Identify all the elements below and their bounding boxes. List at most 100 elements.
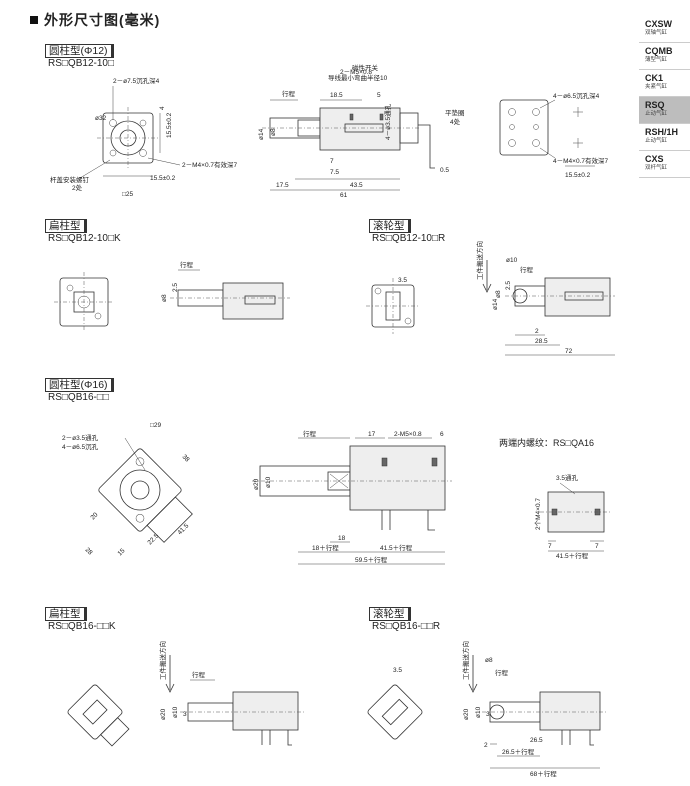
dim-38: 38 bbox=[181, 453, 191, 463]
dim-28: 28 bbox=[84, 546, 94, 556]
sidebar-item-subtitle: 双杆气缸 bbox=[645, 165, 668, 171]
dim-phi10-s4: ø10 bbox=[265, 476, 272, 488]
dim-18: 18 bbox=[338, 535, 346, 542]
dim-25-s2: 2.5 bbox=[172, 283, 179, 292]
note-wire: 导线最小弯曲半径10 bbox=[328, 73, 388, 82]
dim-m4-s4: 2个M4×0.7 bbox=[534, 498, 542, 530]
dim-6: 6 bbox=[440, 431, 444, 438]
note-dir-s3: 工件搬送方向 bbox=[475, 241, 484, 280]
model-code-flat-16: RS□QB16-□□K bbox=[48, 621, 116, 632]
dim-phi20-s5: ø20 bbox=[160, 708, 167, 720]
dim-stroke-s1: 行程 bbox=[282, 89, 296, 98]
dim-thru-s4: 3.5通孔 bbox=[556, 473, 579, 482]
dim-m5-s4: 2-M5×0.8 bbox=[394, 431, 422, 438]
dim-phi8-s3: ø8 bbox=[495, 290, 502, 298]
note-mount-2: 2处 bbox=[72, 183, 83, 192]
dim-155-a: 15.5±0.2 bbox=[166, 112, 173, 138]
dim-155-c: 15.5±0.2 bbox=[565, 172, 591, 179]
front-view-flat-16 bbox=[67, 684, 130, 747]
dim-thru-s1: 4－ø3.5通孔 bbox=[383, 103, 392, 140]
section-title-roller-16: 滚轮型 bbox=[369, 607, 411, 621]
dim-35-s3: 3.5 bbox=[398, 277, 407, 284]
side-view-12 bbox=[262, 99, 435, 191]
sidebar-item-code: CK1 bbox=[645, 73, 664, 83]
dim-265-stroke: 26.5＋行程 bbox=[502, 747, 535, 756]
dim-hole-s1: 2－ø7.5沉孔深4 bbox=[113, 76, 160, 85]
dim-phi14-s1: ø14 bbox=[258, 128, 265, 140]
note-washer-2: 4处 bbox=[450, 117, 461, 126]
note-magnet: 磁性开关 bbox=[352, 63, 379, 72]
dim-155-b: 15.5±0.2 bbox=[150, 175, 176, 182]
front-view-flat-12 bbox=[54, 272, 114, 332]
dim-225: 22.5 bbox=[146, 532, 160, 546]
dim-h2-s4: 4－ø6.5沉孔 bbox=[62, 443, 99, 451]
rear-view-12 bbox=[499, 99, 595, 167]
dim-stroke-s6: 行程 bbox=[495, 668, 509, 677]
dim-05: 0.5 bbox=[440, 167, 449, 174]
sidebar-item-code: CXSW bbox=[645, 19, 672, 29]
dim-68-stroke: 68＋行程 bbox=[530, 769, 557, 778]
dim-phi10-s6: ø10 bbox=[475, 706, 482, 718]
dim-h1-s4: 2－ø3.5通孔 bbox=[62, 433, 99, 442]
dim-285: 28.5 bbox=[535, 338, 548, 345]
model-code-flat-12: RS□QB12-10□K bbox=[48, 233, 121, 244]
dim-35-s6: 3.5 bbox=[393, 667, 402, 674]
front-view-16 bbox=[98, 448, 193, 543]
sidebar-item-subtitle: 止动气缸 bbox=[645, 111, 668, 117]
side-view-flat-12 bbox=[170, 269, 290, 320]
sidebar-item-code: CQMB bbox=[645, 46, 673, 56]
sidebar-item-subtitle: 夹紧气缸 bbox=[645, 84, 668, 90]
dim-stroke-s4: 行程 bbox=[303, 429, 317, 438]
dim-17: 17 bbox=[368, 431, 376, 438]
sidebar-item-code: RSQ bbox=[645, 100, 665, 110]
dim-7-s1: 7 bbox=[330, 158, 334, 165]
dim-stroke-s2: 行程 bbox=[180, 260, 194, 269]
dim-phi10-s5: ø10 bbox=[172, 706, 179, 718]
sidebar-item-subtitle: 双轴气缸 bbox=[645, 30, 668, 36]
title-square-icon bbox=[30, 16, 38, 24]
dim-15-s4: 15 bbox=[116, 547, 126, 557]
dim-thread-s1-rear: 4－M4×0.7有效深7 bbox=[553, 156, 608, 165]
dim-3-s5: 3 bbox=[183, 711, 187, 718]
dim-thread-s1: 2－M4×0.7有效深7 bbox=[182, 160, 237, 169]
dim-stroke-s5: 行程 bbox=[192, 670, 206, 679]
dim-415: 41.5 bbox=[176, 522, 190, 536]
dim-phi20-s4: ø20 bbox=[253, 478, 260, 490]
dim-20-s4: 20 bbox=[89, 511, 99, 521]
section-title-round-16: 圆柱型(Φ16) bbox=[45, 378, 114, 392]
dim-hole-s1-rear: 4－ø6.5沉孔深4 bbox=[553, 91, 600, 100]
dim-25-s3: 2.5 bbox=[505, 281, 512, 290]
side-view-roller-16 bbox=[468, 655, 607, 769]
dim-595-stroke: 59.5＋行程 bbox=[355, 555, 388, 564]
side-view-flat-16 bbox=[165, 655, 305, 746]
side-view-roller-12 bbox=[482, 260, 615, 356]
dim-61: 61 bbox=[340, 192, 348, 199]
dim-25: □25 bbox=[122, 191, 134, 198]
note-dir-s5: 工件搬送方向 bbox=[158, 641, 167, 680]
dim-phi20-s6: ø20 bbox=[463, 708, 470, 720]
dim-18-stroke: 18＋行程 bbox=[312, 543, 339, 552]
sidebar-item-subtitle: 薄型气缸 bbox=[645, 57, 668, 63]
note-mount: 杆盖安装螺钉 bbox=[50, 175, 90, 184]
section-title-round-12: 圆柱型(Φ12) bbox=[45, 44, 114, 58]
note-dir-s6: 工件搬送方向 bbox=[461, 641, 470, 680]
section-title-roller-12: 滚轮型 bbox=[369, 219, 411, 233]
dim-75: 7.5 bbox=[330, 169, 339, 176]
dim-2-s6: 2 bbox=[484, 742, 488, 749]
thread-note-title: 两端内螺纹：RS□QA16 bbox=[499, 437, 594, 448]
sidebar-item-code: RSH/1H bbox=[645, 127, 679, 137]
model-code-round-12: RS□QB12-10□ bbox=[48, 58, 114, 69]
page-title: 外形尺寸图(毫米) bbox=[30, 10, 160, 30]
dim-185: 18.5 bbox=[330, 92, 343, 99]
dim-phi32: ø32 bbox=[95, 115, 107, 122]
model-code-roller-16: RS□QB16-□□R bbox=[372, 621, 441, 632]
dim-415-stroke: 41.5＋行程 bbox=[380, 543, 413, 552]
dim-265: 26.5 bbox=[530, 737, 543, 744]
